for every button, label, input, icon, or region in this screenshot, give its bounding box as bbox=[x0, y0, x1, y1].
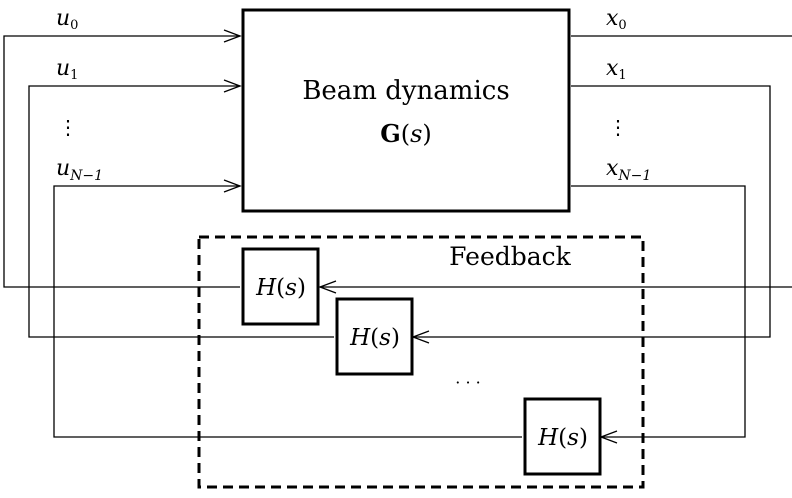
label-u-dots: ⋮ bbox=[58, 115, 78, 139]
wire-x1 bbox=[413, 85, 771, 338]
label-x-dots: ⋮ bbox=[608, 115, 628, 139]
feedback-label: Feedback bbox=[449, 242, 571, 271]
arrowhead-uN bbox=[223, 179, 242, 193]
label-xN: xN−1 bbox=[606, 156, 651, 184]
plant-block bbox=[241, 8, 571, 213]
label-u0: u0 bbox=[56, 6, 78, 33]
plant-title: Beam dynamics bbox=[302, 76, 509, 106]
label-x0: x0 bbox=[606, 6, 627, 33]
label-uN: uN−1 bbox=[56, 156, 103, 184]
h-block-1-label: H(s) bbox=[349, 325, 400, 351]
h-block-2 bbox=[523, 397, 602, 476]
label-u1: u1 bbox=[56, 56, 78, 83]
wire-xN bbox=[571, 185, 746, 438]
h-block-1 bbox=[335, 297, 414, 376]
wire-u1 bbox=[28, 85, 334, 338]
arrowhead-u0 bbox=[223, 29, 242, 43]
wire-uN bbox=[53, 185, 522, 438]
label-x1: x1 bbox=[606, 56, 627, 83]
plant-transfer: G(s) bbox=[380, 119, 432, 148]
wire-u0 bbox=[3, 35, 240, 288]
feedback-region bbox=[197, 235, 645, 489]
feedback-ellipsis: · · · bbox=[455, 373, 480, 392]
arrowhead-h1 bbox=[318, 280, 337, 294]
arrowhead-u1 bbox=[223, 79, 242, 93]
h-block-0 bbox=[241, 247, 320, 326]
h-block-2-label: H(s) bbox=[537, 425, 588, 451]
h-block-0-label: H(s) bbox=[255, 275, 306, 301]
